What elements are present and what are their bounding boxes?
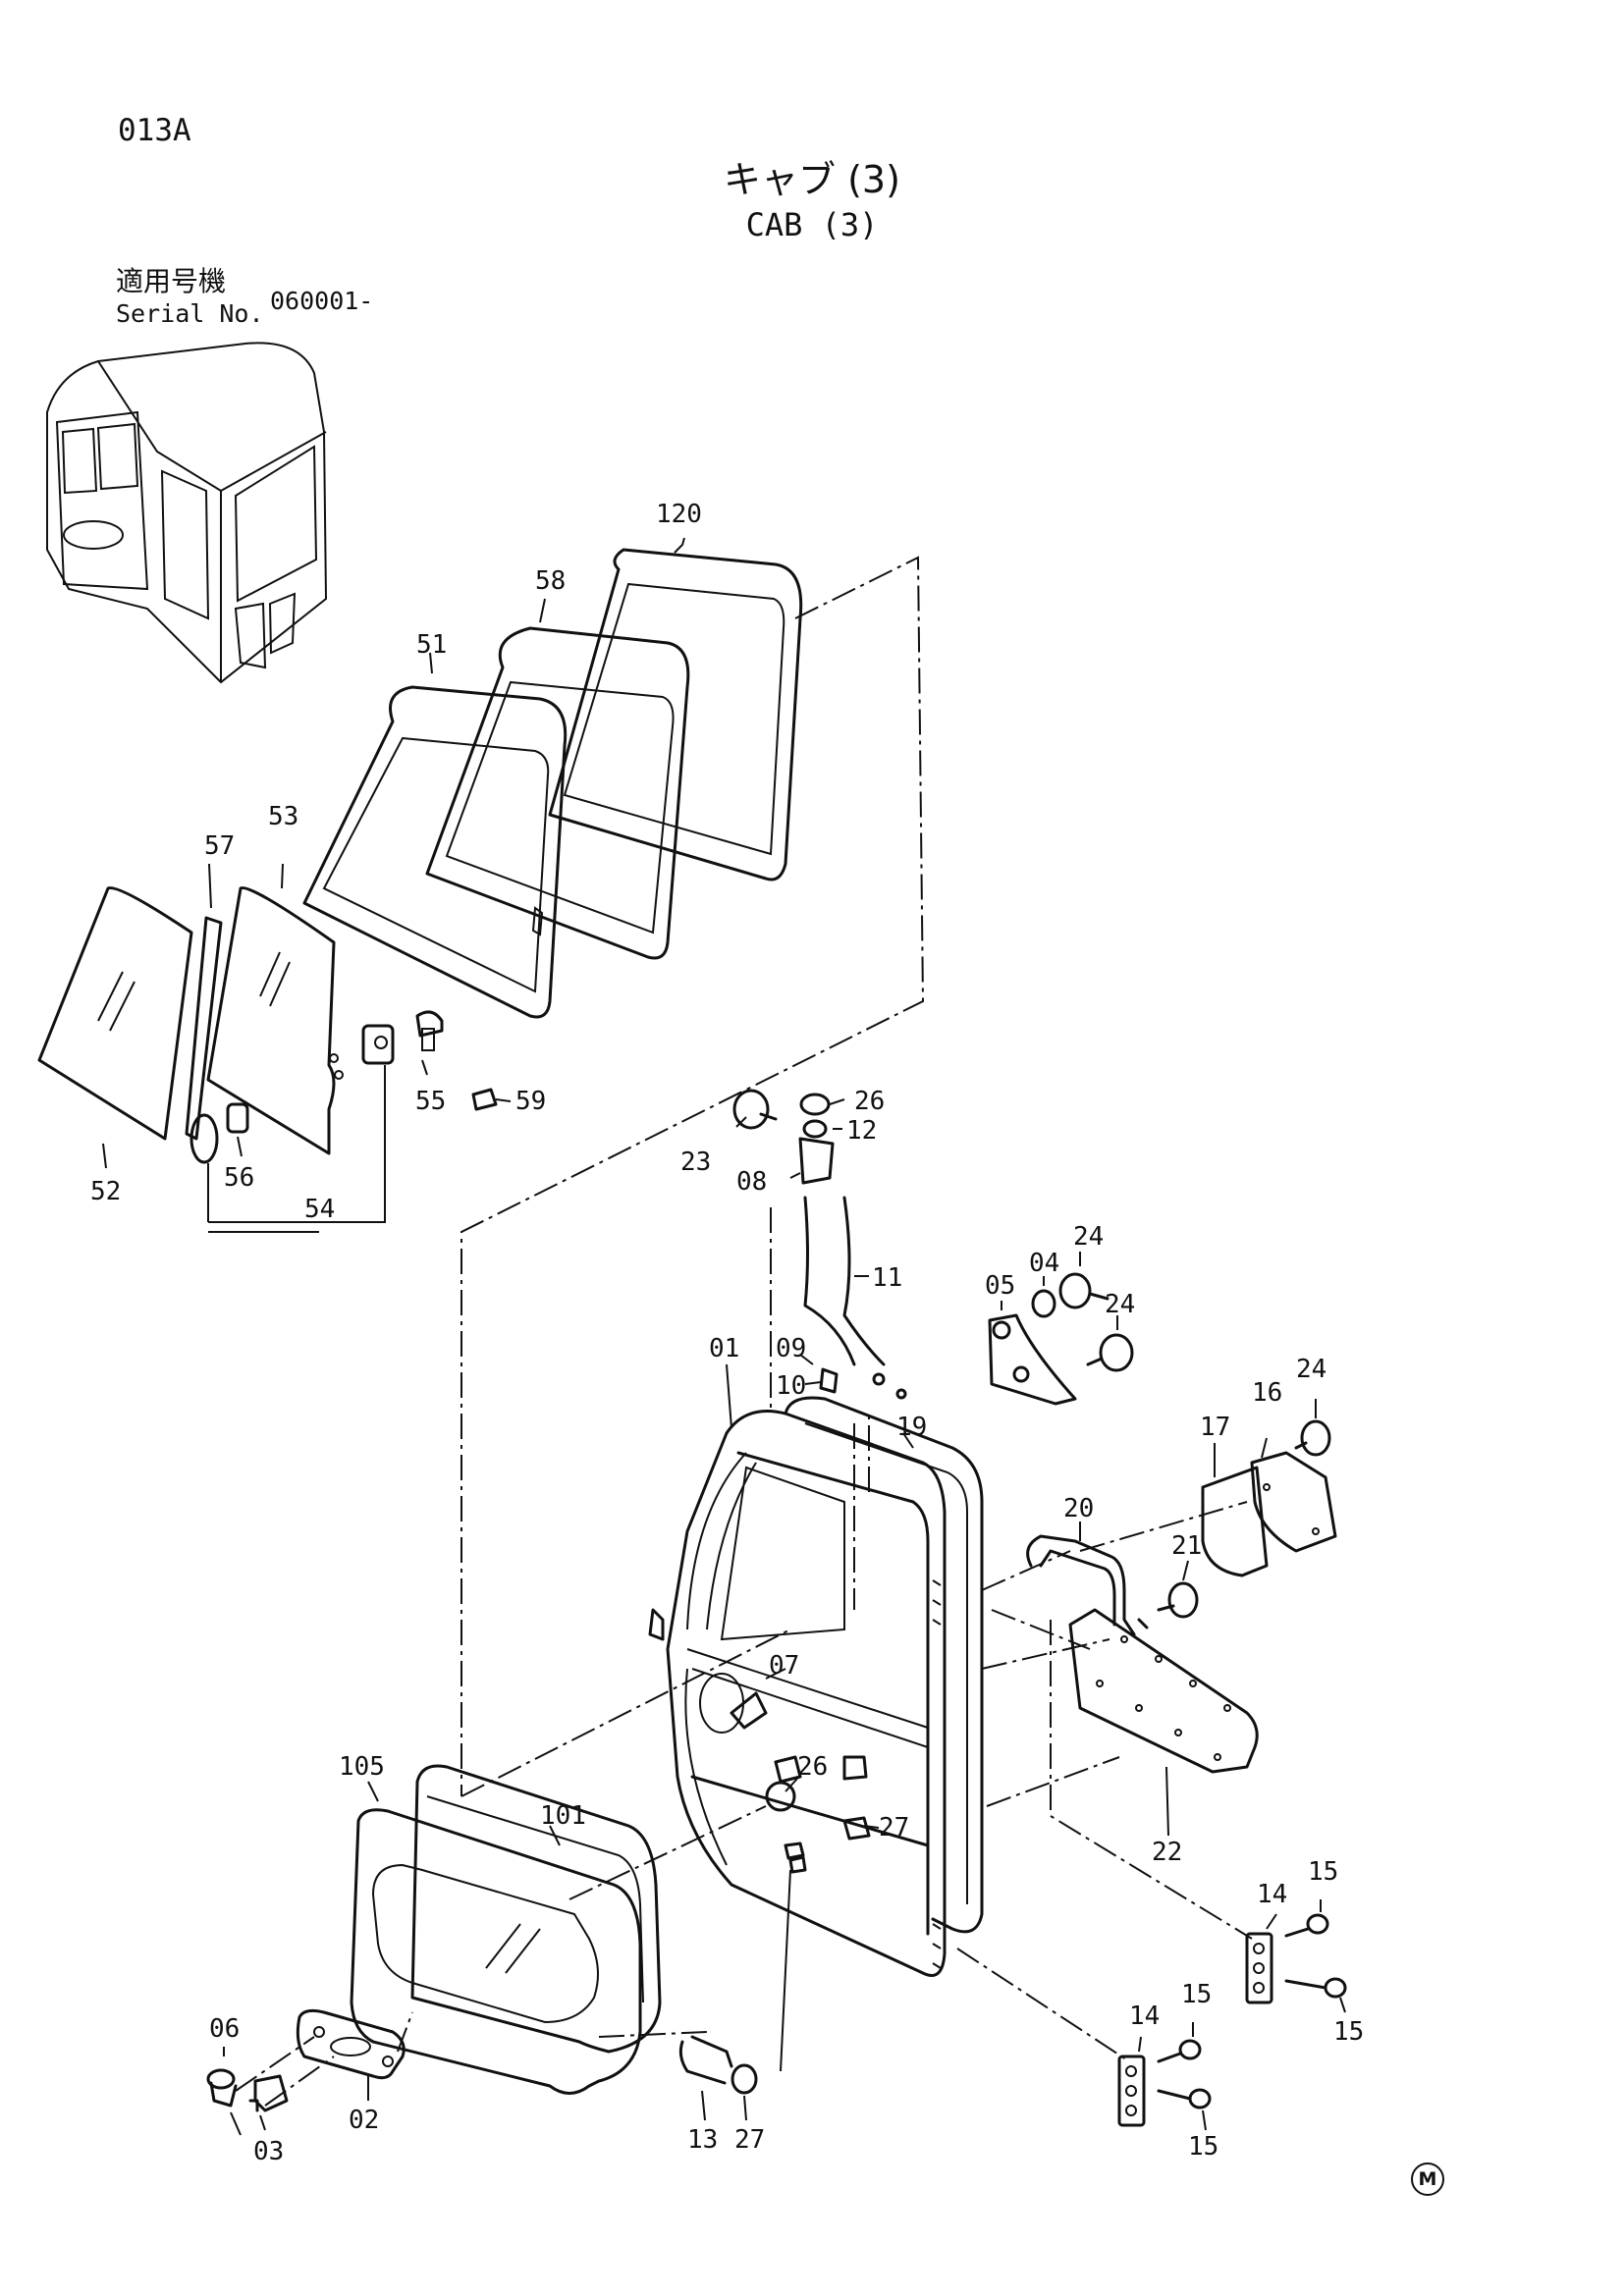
callout-55: 55 bbox=[415, 1087, 446, 1116]
callout-20: 20 bbox=[1063, 1494, 1094, 1523]
callout-15-c: 15 bbox=[1181, 1980, 1212, 2009]
callout-24-b: 24 bbox=[1105, 1290, 1135, 1319]
callout-05: 05 bbox=[985, 1271, 1015, 1301]
page-title-japanese: キャブ (3) bbox=[724, 158, 900, 201]
callout-07: 07 bbox=[769, 1651, 799, 1681]
callout-22: 22 bbox=[1152, 1838, 1182, 1867]
callout-53: 53 bbox=[268, 802, 298, 831]
callout-16: 16 bbox=[1252, 1378, 1282, 1408]
callout-26-lower: 26 bbox=[797, 1752, 828, 1782]
callout-26-upper: 26 bbox=[854, 1087, 885, 1116]
callout-15-d: 15 bbox=[1188, 2132, 1218, 2162]
callout-54: 54 bbox=[304, 1195, 335, 1224]
callout-58: 58 bbox=[535, 566, 566, 596]
lower-window-trim bbox=[206, 1764, 758, 2112]
callout-03: 03 bbox=[253, 2137, 284, 2166]
callout-27-lower: 27 bbox=[734, 2125, 765, 2155]
callout-13: 13 bbox=[687, 2125, 718, 2155]
callout-56: 56 bbox=[224, 1163, 254, 1193]
callout-15-b: 15 bbox=[1333, 2017, 1364, 2047]
callout-57: 57 bbox=[204, 831, 235, 861]
upper-latch-hardware bbox=[732, 1089, 1134, 1406]
door-hinges bbox=[1117, 1913, 1347, 2127]
page-title-english: CAB (3) bbox=[745, 206, 879, 243]
callout-23: 23 bbox=[680, 1148, 711, 1177]
callout-27-upper: 27 bbox=[879, 1813, 909, 1842]
serial-label-japanese: 適用号機 bbox=[116, 265, 227, 297]
callout-21: 21 bbox=[1171, 1531, 1202, 1561]
callout-12: 12 bbox=[846, 1116, 877, 1146]
callout-09: 09 bbox=[776, 1334, 806, 1363]
callout-01: 01 bbox=[709, 1334, 739, 1363]
callout-24-c: 24 bbox=[1296, 1355, 1326, 1384]
callout-labels: 120 58 51 53 57 52 56 54 55 59 26 12 23 … bbox=[90, 500, 1364, 2166]
page-code: 013A bbox=[118, 113, 191, 148]
callout-19: 19 bbox=[896, 1413, 927, 1442]
cab-overview-illustration bbox=[46, 342, 328, 684]
serial-label-english: Serial No. bbox=[116, 299, 264, 328]
upper-glass-seals bbox=[302, 548, 803, 1019]
callout-51: 51 bbox=[416, 630, 447, 660]
leader-lines bbox=[102, 537, 1346, 2136]
callout-24-a: 24 bbox=[1073, 1222, 1104, 1252]
handrail-and-panels bbox=[1026, 1419, 1337, 1774]
callout-15-a: 15 bbox=[1308, 1857, 1338, 1887]
callout-04: 04 bbox=[1029, 1249, 1059, 1278]
door-frame bbox=[648, 1396, 984, 1977]
callout-101: 101 bbox=[540, 1801, 586, 1831]
callout-10: 10 bbox=[776, 1371, 806, 1401]
callout-06: 06 bbox=[209, 2014, 240, 2044]
callout-17: 17 bbox=[1200, 1413, 1230, 1442]
manufacturer-mark: M bbox=[1411, 2163, 1444, 2196]
callout-52: 52 bbox=[90, 1177, 121, 1206]
callout-105: 105 bbox=[339, 1752, 385, 1782]
serial-number-range: 060001- bbox=[270, 287, 374, 315]
callout-59: 59 bbox=[515, 1087, 546, 1116]
callout-14-lower: 14 bbox=[1129, 2002, 1160, 2031]
side-glass-assembly bbox=[37, 886, 498, 1164]
callout-08: 08 bbox=[736, 1167, 767, 1197]
callout-02: 02 bbox=[349, 2106, 379, 2135]
callout-14-upper: 14 bbox=[1257, 1880, 1287, 1909]
callout-11: 11 bbox=[872, 1263, 902, 1293]
callout-120: 120 bbox=[656, 500, 702, 529]
